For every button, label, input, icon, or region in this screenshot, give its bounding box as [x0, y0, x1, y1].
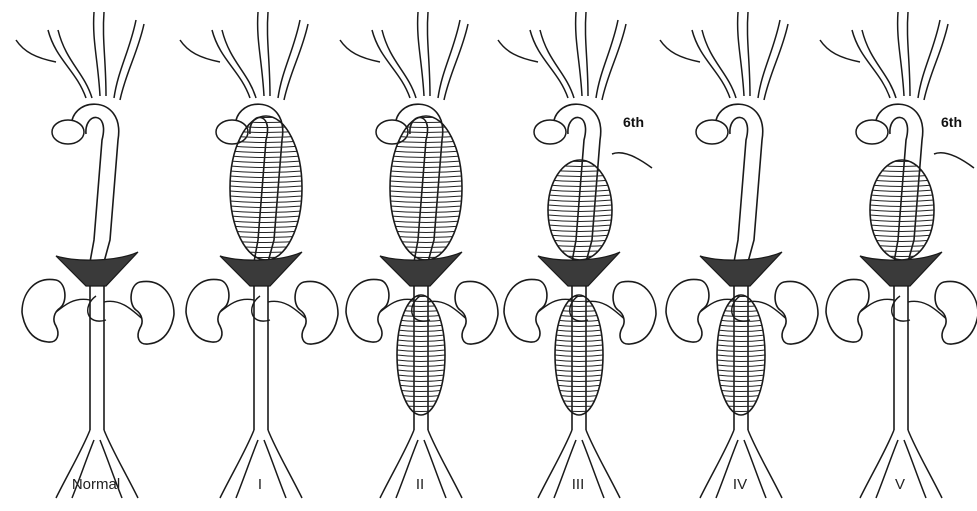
aortic-arch-inner — [568, 117, 586, 262]
diaphragm — [56, 252, 138, 286]
diaphragm — [860, 252, 942, 286]
sixth-rib — [612, 153, 652, 168]
abdominal-aorta — [572, 286, 586, 430]
panel-label-type-5: V — [840, 476, 960, 493]
aorta-panel-2 — [180, 12, 338, 498]
right-kidney — [775, 281, 818, 344]
arch-branch-vessels — [820, 12, 948, 100]
abdominal-aorta — [734, 286, 748, 430]
panel-label-type-4: IV — [680, 476, 800, 493]
panel-label-type-1: I — [200, 476, 320, 493]
aortic-arch-inner — [730, 117, 748, 262]
aortic-root — [696, 120, 728, 144]
aorta-panel-4 — [498, 12, 656, 498]
diaphragm — [538, 252, 620, 286]
sixth-rib — [934, 153, 974, 168]
arch-branch-vessels — [16, 12, 144, 100]
aorta-panel-1 — [16, 12, 174, 498]
arch-branch-vessels — [498, 12, 626, 100]
panel-label-normal: Normal — [36, 476, 156, 493]
arch-branch-vessels — [340, 12, 468, 100]
right-kidney — [613, 281, 656, 344]
aorta-panel-5 — [660, 12, 818, 498]
aortic-arch-inner — [890, 117, 908, 262]
abdominal-aorta — [414, 286, 428, 430]
thoracic-aneurysm-outline — [548, 160, 612, 260]
abdominal-aorta — [254, 286, 268, 430]
aortic-arch-inner — [86, 117, 104, 262]
arch-branch-vessels — [180, 12, 308, 100]
right-kidney — [935, 281, 977, 344]
rib-label-type-5: 6th — [941, 114, 962, 130]
panel-label-type-3: III — [518, 476, 638, 493]
right-kidney — [455, 281, 498, 344]
aortic-root — [534, 120, 566, 144]
rib-label-type-3: 6th — [623, 114, 644, 130]
aortic-root — [52, 120, 84, 144]
diaphragm — [700, 252, 782, 286]
aortic-arch-inner — [410, 117, 428, 262]
aortic-root — [856, 120, 888, 144]
aortic-arch-inner — [250, 117, 268, 262]
arch-branch-vessels — [660, 12, 788, 100]
thoracic-aneurysm-outline — [870, 160, 934, 260]
aorta-panel-3 — [340, 12, 498, 498]
right-kidney — [295, 281, 338, 344]
panel-label-type-2: II — [360, 476, 480, 493]
abdominal-aorta — [90, 286, 104, 430]
right-kidney — [131, 281, 174, 344]
aorta-panel-6 — [820, 12, 977, 498]
abdominal-aorta — [894, 286, 908, 430]
